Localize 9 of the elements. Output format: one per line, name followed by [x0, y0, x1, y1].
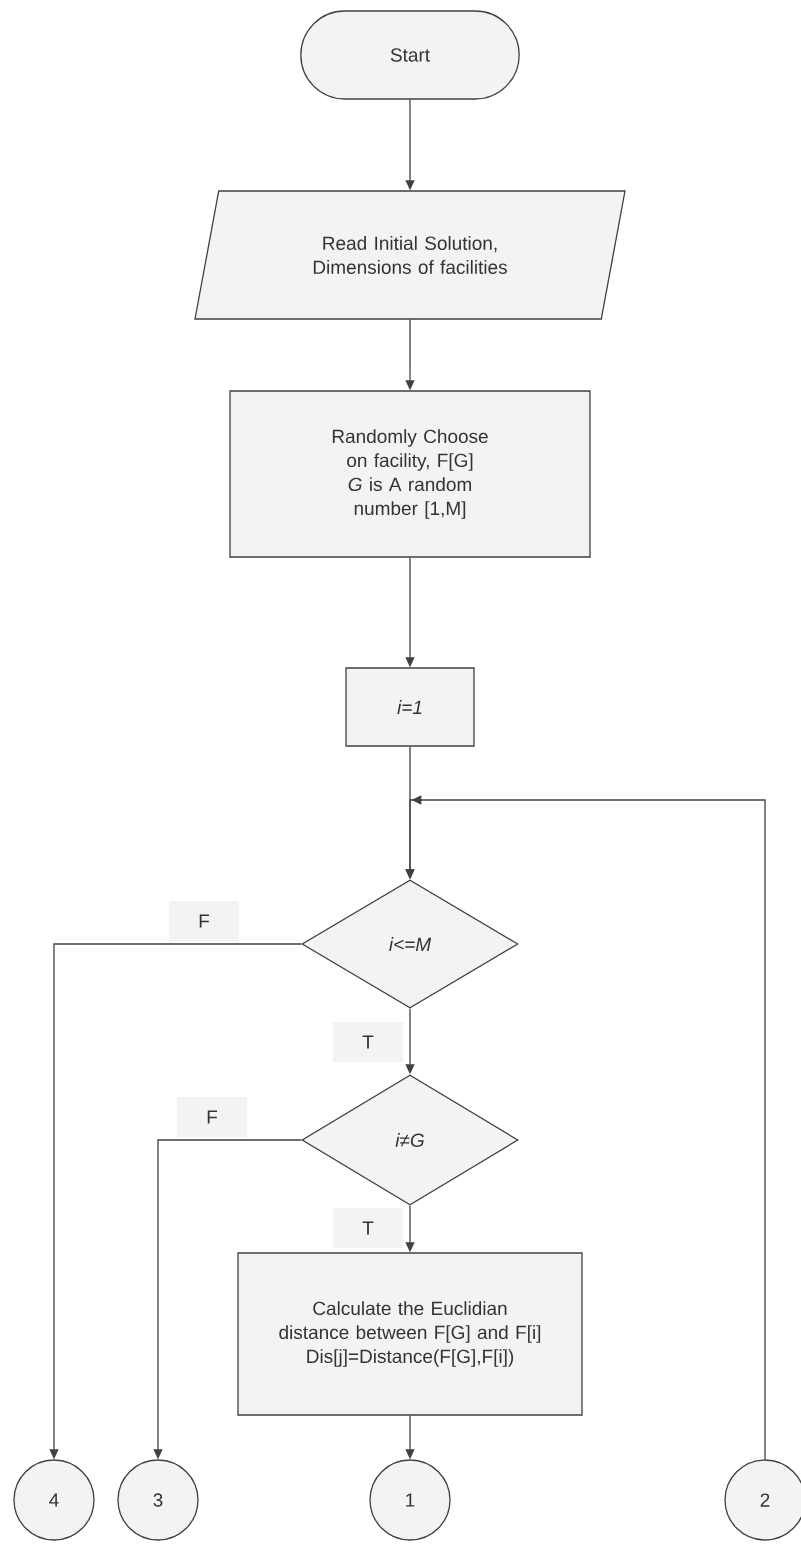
edge-label: F: [177, 1097, 247, 1137]
edge-label: T: [333, 1208, 403, 1248]
input-parallelogram: Read Initial Solution, Dimensions of facilities: [194, 190, 626, 320]
edge-label: T: [333, 1022, 403, 1062]
arrow: [405, 795, 766, 1460]
edge-label: F: [169, 901, 239, 941]
process-box: Calculate the Euclidian distance between F[G] and F[i] Dis[j]=Distance(F[G],F[i]): [237, 1252, 583, 1416]
process-box: Randomly Choose on facility, F[G] G is A random number [1,M]: [229, 390, 591, 558]
process-box: i=1: [345, 667, 475, 747]
